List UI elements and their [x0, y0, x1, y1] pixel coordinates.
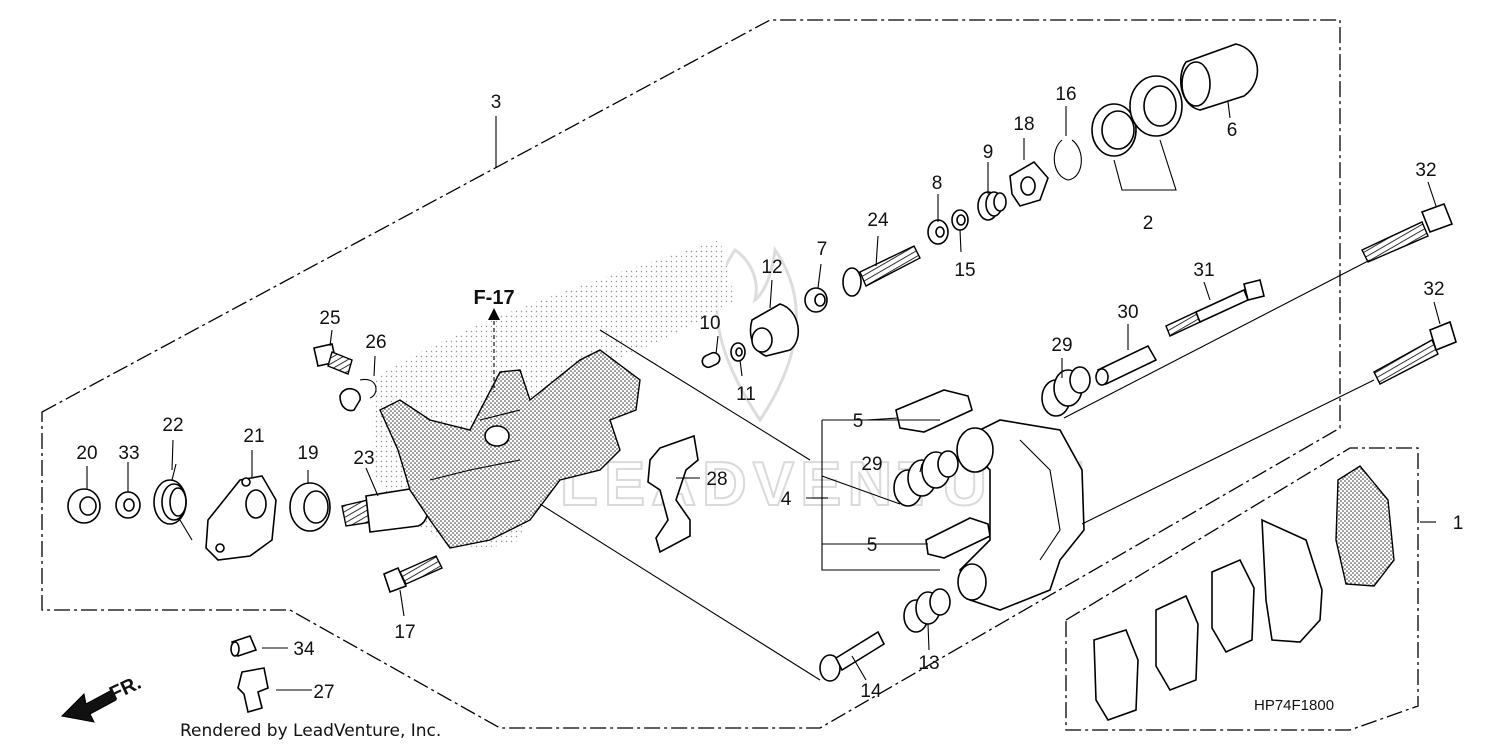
part-clip-26: [339, 378, 377, 412]
callout-20: 20: [76, 443, 97, 464]
leader-lines: [86, 101, 1441, 691]
caliper-bracket-3: [379, 349, 641, 549]
part-boot-29-upper: [1041, 366, 1091, 417]
callout-32-upper: 32: [1415, 160, 1436, 181]
callout-5-upper: 5: [853, 411, 864, 432]
callout-13: 13: [918, 653, 939, 674]
callout-31: 31: [1193, 260, 1214, 281]
drawing-code: HP74F1800: [1254, 697, 1334, 714]
callout-26: 26: [365, 332, 386, 353]
callout-12: 12: [761, 257, 782, 278]
callout-22: 22: [162, 415, 183, 436]
callout-4: 4: [781, 489, 792, 510]
part-pin-30: [1095, 344, 1158, 386]
callout-18: 18: [1013, 114, 1034, 135]
callout-2: 2: [1143, 213, 1154, 234]
callout-9: 9: [983, 142, 994, 163]
callout-16: 16: [1055, 84, 1076, 105]
part-grommet-27: [237, 667, 269, 714]
callout-15: 15: [954, 260, 975, 281]
part-bolt-25: [313, 343, 353, 375]
pad-set-frame: [1065, 447, 1419, 731]
part-nut-20: [67, 488, 101, 524]
front-direction-arrow: FR.: [60, 672, 145, 723]
callout-29-upper: 29: [1051, 335, 1072, 356]
part-washer-15: [951, 209, 969, 231]
reference-f17: F-17: [473, 287, 515, 392]
caliper-assembly-frame: [41, 19, 1341, 729]
callout-34: 34: [293, 639, 315, 660]
callout-25: 25: [319, 308, 340, 329]
part-bolt-32-lower: [1373, 320, 1457, 385]
part-pin-14: [819, 630, 886, 682]
part-pad-spring-28: [647, 434, 699, 554]
part-bolt-24: [842, 245, 921, 297]
callout-19: 19: [297, 443, 318, 464]
part-washer-11: [730, 342, 746, 362]
callout-29-middle: 29: [861, 454, 882, 475]
callout-3: 3: [491, 92, 502, 113]
callout-24: 24: [867, 210, 889, 231]
callout-33: 33: [118, 443, 139, 464]
callout-30: 30: [1117, 302, 1138, 323]
part-spring-9: [977, 191, 1007, 221]
callout-1: 1: [1453, 513, 1464, 534]
reference-label: F-17: [473, 287, 514, 309]
callout-labels: 1 2 3 4 5 5 6 7 8 9 10 11 12 13 14 15 16…: [76, 84, 1463, 703]
part-washer-33: [115, 491, 141, 519]
part-pad-set-1: [1093, 465, 1395, 721]
callout-8: 8: [932, 173, 943, 194]
part-washer-8: [927, 219, 949, 245]
callout-17: 17: [394, 622, 415, 643]
callout-10: 10: [699, 313, 720, 334]
callout-27: 27: [313, 682, 334, 703]
part-nut-18: [1009, 160, 1049, 207]
part-clip-5-upper: [895, 389, 973, 433]
callout-5-lower: 5: [867, 535, 878, 556]
part-boot-13: [903, 588, 951, 633]
part-seal-10: [701, 351, 721, 369]
part-piston-6: [1179, 43, 1259, 111]
callout-28: 28: [706, 469, 727, 490]
part-pin-31: [1165, 279, 1265, 337]
caliper-body-4: [956, 419, 1085, 611]
part-boot-19: [289, 482, 331, 532]
callout-6: 6: [1227, 120, 1238, 141]
callout-21: 21: [243, 426, 264, 447]
part-spring-22: [153, 463, 193, 541]
callout-11: 11: [736, 384, 756, 405]
part-seals-2: [1091, 75, 1183, 157]
part-cam-12: [749, 303, 799, 357]
part-lever-21: [205, 475, 277, 561]
part-circlip-16: [1053, 139, 1082, 181]
part-cap-34: [230, 635, 258, 657]
callout-23: 23: [353, 448, 374, 469]
part-nut-7: [804, 287, 828, 313]
callout-32-lower: 32: [1423, 279, 1444, 300]
rendered-by: Rendered by LeadVenture, Inc.: [180, 721, 441, 741]
callout-14: 14: [860, 681, 882, 702]
part-bolt-17: [383, 555, 443, 594]
part-bolt-32-upper: [1361, 202, 1454, 263]
part-boot-29-middle: [893, 450, 959, 507]
callout-7: 7: [817, 239, 828, 260]
